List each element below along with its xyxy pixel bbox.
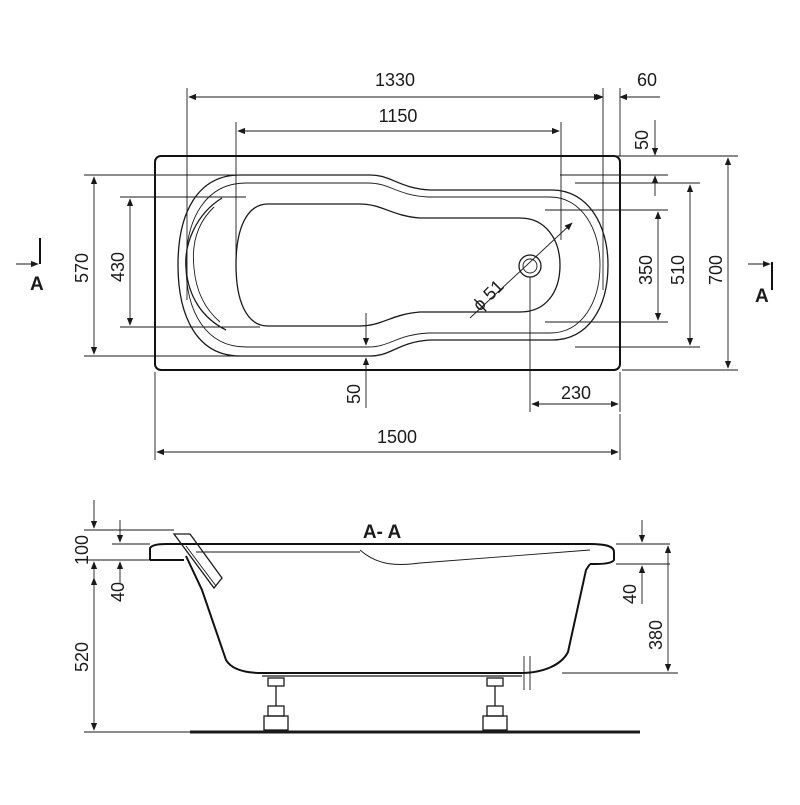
dim-510: 510: [668, 255, 688, 285]
tub-side-rim: [149, 543, 615, 565]
diameter-leader: [469, 222, 573, 319]
dim-40-right: 40: [620, 584, 640, 604]
dim-1500: 1500: [377, 427, 417, 447]
side-headrest: [172, 533, 223, 590]
tub-bottom-well: [235, 203, 561, 327]
dim-50-bottom: 50: [344, 384, 364, 404]
headrest-inner: [192, 206, 221, 323]
headrest: [185, 197, 227, 331]
dim-40-left: 40: [108, 582, 128, 602]
dim-430: 430: [108, 252, 128, 282]
drain-pipe: [523, 656, 531, 690]
tub-inner-contour: [185, 182, 601, 348]
dim-380: 380: [646, 620, 666, 650]
dim-1330: 1330: [375, 70, 415, 90]
dim-60: 60: [637, 70, 657, 90]
dim-350: 350: [636, 255, 656, 285]
side-view: A- A: [72, 500, 678, 734]
section-marker-left: A: [16, 238, 44, 295]
top-view: ϕ 51 1330 60 1150 50 570 430: [16, 70, 773, 460]
support-leg-right: [482, 677, 508, 731]
drain-icon: [518, 254, 542, 278]
dim-520: 520: [72, 642, 92, 672]
dim-diameter-label: ϕ 51: [469, 276, 508, 315]
dim-1150: 1150: [379, 106, 418, 126]
svg-text:A: A: [755, 286, 769, 307]
svg-text:A: A: [30, 274, 44, 295]
tub-side-body: [185, 555, 591, 674]
support-leg-left: [263, 677, 289, 731]
dim-100: 100: [72, 535, 92, 565]
section-title: A- A: [363, 522, 402, 543]
tub-outer-rim: [154, 155, 621, 371]
dim-700: 700: [706, 255, 726, 285]
dim-230: 230: [561, 383, 591, 403]
dim-570: 570: [72, 253, 92, 283]
tub-side-inner-wave: [359, 549, 591, 565]
section-marker-right: A: [748, 260, 773, 307]
tub-inner-basin: [177, 174, 609, 357]
dim-50-right: 50: [632, 130, 652, 150]
